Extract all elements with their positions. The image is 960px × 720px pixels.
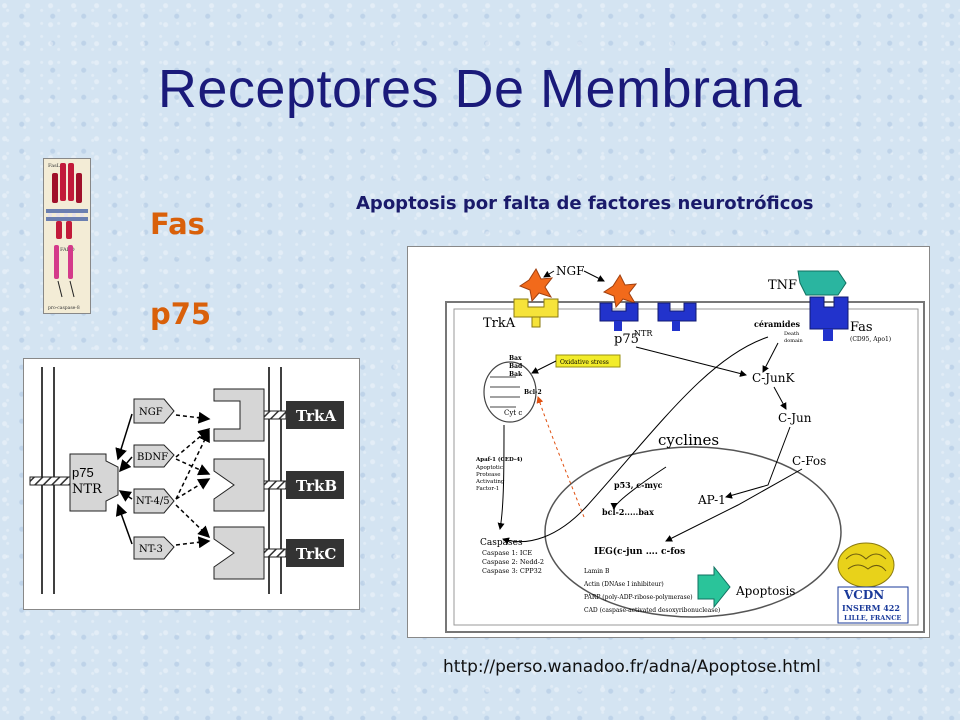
fas-label: Fas xyxy=(150,207,205,241)
bcl2-mito-label: Bcl-2 xyxy=(524,389,542,396)
bax-label: Bax xyxy=(509,355,522,362)
cjun-label: C-Jun xyxy=(778,411,812,425)
bcl2bax-label: bcl-2.....bax xyxy=(602,507,654,517)
substrate-lamin: Lamin B xyxy=(584,568,610,575)
receptor-trka: TrkA xyxy=(296,407,336,425)
substrate-parp: PARP (poly-ADP-ribose-polymerase) xyxy=(584,594,693,601)
ap1-label: AP-1 xyxy=(697,493,726,507)
thumb-procaspase-label: pro-caspase-8 xyxy=(48,305,80,311)
source-url[interactable]: http://perso.wanadoo.fr/adna/Apoptose.ht… xyxy=(443,657,821,677)
tnf-label: TNF xyxy=(768,278,797,293)
trka-label: TrkA xyxy=(483,316,516,331)
cjunk-label: C-JunK xyxy=(752,371,796,385)
apaf-line-2: Protease xyxy=(476,472,500,478)
ieg-label: IEG(c-jun …. c-fos xyxy=(594,546,685,557)
p75-text: p75 xyxy=(72,465,94,480)
caspase-3: Caspase 3: CPP32 xyxy=(482,567,542,575)
p75-label: p75 xyxy=(150,297,212,331)
apoptosis-label: Apoptosis xyxy=(735,584,795,598)
receptor-trkb: TrkB xyxy=(296,477,337,495)
p75ntr-label: p75 xyxy=(614,332,639,347)
bad-label: Bad xyxy=(509,363,523,370)
logo-inserm: INSERM 422 xyxy=(842,603,900,613)
cfos-label: C-Fos xyxy=(792,454,826,468)
ligand-nt3: NT-3 xyxy=(139,544,163,555)
ngf-label: NGF xyxy=(556,264,584,278)
ligand-bdnf: BDNF xyxy=(137,452,168,463)
fas-aliases: (CD95, Apo1) xyxy=(850,336,891,343)
caspases-title: Caspases xyxy=(480,538,523,548)
thumb-fasl-label: FasL xyxy=(48,163,61,169)
apaf-line-4: Factor-1 xyxy=(476,486,499,492)
slide-title: Receptores De Membrana xyxy=(157,59,803,119)
cytc-label: Cyt c xyxy=(504,409,522,417)
thumb-fadd-label: FADD xyxy=(60,247,75,253)
p53-label: p53, c-myc xyxy=(614,480,663,490)
caspase-2: Caspase 2: Nedd-2 xyxy=(482,558,544,566)
apaf-title: Apaf-1 (CED-4) xyxy=(475,456,523,463)
diagram-subtitle: Apoptosis por falta de factores neurotró… xyxy=(356,193,814,214)
oxidative-stress-label: Oxidative stress xyxy=(560,359,609,366)
death-domain-label-2: domain xyxy=(784,338,804,344)
p75ntr-sup: NTR xyxy=(634,329,653,338)
substrate-actin: Actin (DNAse I inhibiteur) xyxy=(583,581,664,588)
ntr-text: NTR xyxy=(72,482,103,497)
bak-label: Bak xyxy=(509,371,523,378)
ligand-nt45: NT-4/5 xyxy=(136,496,170,507)
substrate-cad: CAD (caspase-activated desoxyribonucleas… xyxy=(584,607,720,614)
apoptosis-pathway-diagram: TrkA NGF p75 NTR TNF Fas (CD95, Apo1) cé… xyxy=(407,246,930,638)
fas-receptor-thumbnail: FasL FADD pro-caspase-8 xyxy=(43,158,91,314)
receptor-trkc: TrkC xyxy=(296,545,336,563)
death-domain-label-1: Death xyxy=(784,331,800,337)
ligand-ngf: NGF xyxy=(139,407,163,418)
inserm-logo: VCDN INSERM 422 LILLE, FRANCE xyxy=(837,542,909,624)
cyclines-label: cyclines xyxy=(658,431,719,449)
apaf-line-3: Activating xyxy=(475,479,505,485)
apaf-line-1: Apoptotic xyxy=(475,465,503,471)
ceramides-label: céramides xyxy=(754,319,801,329)
neurotrophin-receptor-diagram: p75 NTR NGF BDNF NT-4/5 NT-3 xyxy=(23,358,360,610)
logo-vcdn: VCDN xyxy=(843,588,884,602)
caspase-1: Caspase 1: ICE xyxy=(482,549,532,557)
logo-city: LILLE, FRANCE xyxy=(844,614,901,622)
fas-receptor-label: Fas xyxy=(850,320,873,335)
